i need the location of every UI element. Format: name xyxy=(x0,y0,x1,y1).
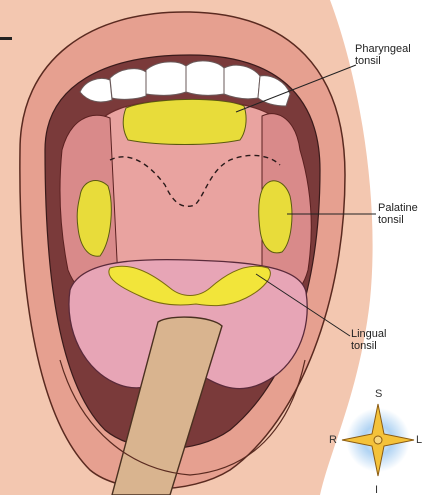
lingual-tonsil-label: Lingual tonsil xyxy=(351,328,386,352)
pharyngeal-tonsil xyxy=(123,99,246,144)
palatine-label-line1: Palatine xyxy=(378,202,418,214)
compass-rose xyxy=(342,404,414,476)
palatine-label-line2: tonsil xyxy=(378,214,418,226)
corner-mark xyxy=(0,37,12,40)
compass-right-label: R xyxy=(329,434,337,446)
pharyngeal-tonsil-label: Pharyngeal tonsil xyxy=(355,43,411,67)
lingual-label-line2: tonsil xyxy=(351,340,386,352)
pharyngeal-label-line1: Pharyngeal xyxy=(355,43,411,55)
right-palatine-tonsil xyxy=(259,181,292,253)
pharyngeal-label-line2: tonsil xyxy=(355,55,411,67)
palatine-tonsil-label: Palatine tonsil xyxy=(378,202,418,226)
left-palatine-tonsil xyxy=(77,181,111,257)
compass-left-label: L xyxy=(416,434,422,446)
lingual-label-line1: Lingual xyxy=(351,328,386,340)
compass-inferior-label: I xyxy=(375,484,378,495)
compass-superior-label: S xyxy=(375,388,382,400)
